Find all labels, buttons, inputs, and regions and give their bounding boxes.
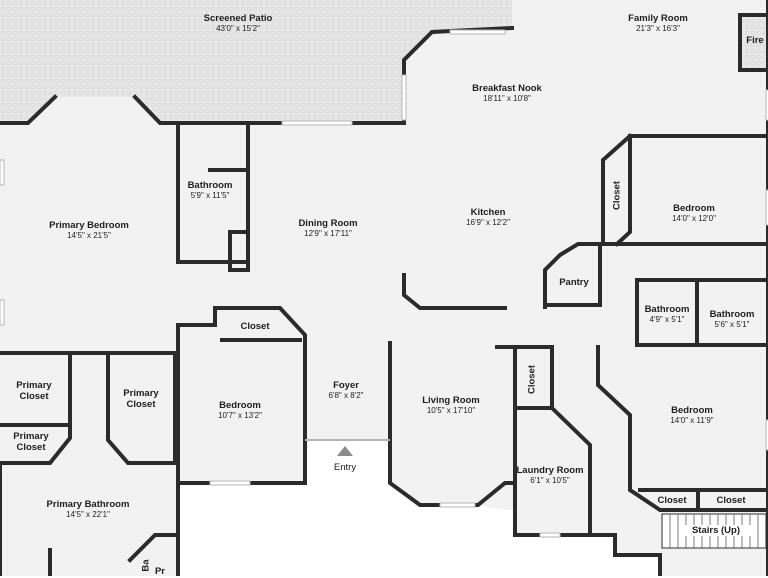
- room-name: Pr: [154, 566, 166, 577]
- laundry-room-label: Laundry Room 6'1" x 10'5": [512, 465, 588, 486]
- room-name: Dining Room: [298, 218, 358, 229]
- closet-laundry-label: Closet: [526, 364, 538, 395]
- room-dims: 5'9" x 11'5": [190, 191, 230, 201]
- room-name: Family Room: [628, 13, 688, 24]
- bathroom-3-label: Bathroom 5'6" x 5'1": [700, 309, 764, 330]
- dining-room-label: Dining Room 12'9" x 17'11": [278, 218, 378, 239]
- room-dims: 16'9" x 12'2": [466, 218, 510, 228]
- room-name: Closet: [716, 495, 746, 506]
- family-room-label: Family Room 21'3" x 16'3": [608, 13, 708, 34]
- fireplace: [742, 17, 766, 68]
- primary-closet-2-label: Primary Closet: [113, 388, 169, 411]
- closet-bedroom-mid-label: Closet: [225, 321, 285, 332]
- room-name: Primary Bedroom: [49, 220, 129, 231]
- room-dims: 18'11" x 10'8": [483, 94, 531, 104]
- room-name: Bedroom: [219, 400, 261, 411]
- screened-patio-label: Screened Patio 43'0" x 15'2": [188, 13, 288, 34]
- room-name: Foyer: [333, 380, 359, 391]
- closet-se-1-label: Closet: [645, 495, 699, 506]
- room-name: Bathroom: [644, 304, 690, 315]
- living-room-label: Living Room 10'5" x 17'10": [411, 395, 491, 416]
- room-dims: 43'0" x 15'2": [216, 24, 260, 34]
- room-dims: 14'5" x 21'5": [67, 231, 111, 241]
- pantry-label: Pantry: [551, 277, 597, 288]
- bathroom-1-label: Bathroom 5'9" x 11'5": [180, 180, 240, 201]
- room-dims: 10'7" x 13'2": [218, 411, 262, 421]
- bedroom-mid-label: Bedroom 10'7" x 13'2": [200, 400, 280, 421]
- entry-label: Entry: [325, 462, 365, 473]
- room-name: Closet: [657, 495, 687, 506]
- foyer-label: Foyer 6'8" x 8'2": [316, 380, 376, 401]
- room-name: Closet: [240, 321, 270, 332]
- room-name: Bathroom: [187, 180, 233, 191]
- room-dims: 14'0" x 12'0": [672, 214, 716, 224]
- room-name: Kitchen: [470, 207, 506, 218]
- fireplace-label: Fire: [740, 35, 768, 46]
- primary-closet-3-label: Primary Closet: [3, 431, 59, 454]
- primary-bathroom-label: Primary Bathroom 14'5" x 22'1": [33, 499, 143, 520]
- room-dims: 6'8" x 8'2": [328, 391, 364, 401]
- room-name: Bathroom: [709, 309, 755, 320]
- primary-bedroom-label: Primary Bedroom 14'5" x 21'5": [34, 220, 144, 241]
- room-name: Bedroom: [673, 203, 715, 214]
- bedroom-se-label: Bedroom 14'0" x 11'9": [652, 405, 732, 426]
- room-dims: 12'9" x 17'11": [304, 229, 352, 239]
- room-name: Fire: [746, 35, 764, 46]
- closet-vertical-label: Closet: [611, 180, 623, 211]
- room-name: Living Room: [422, 395, 480, 406]
- primary-closet-1-label: Primary Closet: [6, 380, 62, 403]
- room-name: Screened Patio: [203, 13, 273, 24]
- room-dims: 10'5" x 17'10": [426, 406, 476, 416]
- entry-arrow-icon: [337, 446, 353, 456]
- room-name: Laundry Room: [516, 465, 584, 476]
- windows: [0, 29, 768, 538]
- room-name: Primary Bathroom: [46, 499, 130, 510]
- partial-primary-label: Pr: [150, 566, 170, 577]
- room-dims: 14'0" x 11'9": [670, 416, 714, 426]
- room-name: Entry: [333, 462, 357, 473]
- stairs-label: Stairs (Up): [680, 525, 752, 537]
- room-dims: 14'5" x 22'1": [66, 510, 110, 520]
- room-dims: 5'6" x 5'1": [714, 320, 750, 330]
- room-name: Primary Closet: [13, 431, 49, 454]
- partial-bath-label: Ba: [140, 559, 152, 572]
- room-dims: 6'1" x 10'5": [530, 476, 570, 486]
- bathroom-2-label: Bathroom 4'9" x 5'1": [638, 304, 696, 325]
- room-name: Primary Closet: [123, 388, 159, 411]
- room-name: Breakfast Nook: [472, 83, 542, 94]
- room-name: Bedroom: [671, 405, 713, 416]
- bedroom-ne-label: Bedroom 14'0" x 12'0": [654, 203, 734, 224]
- closet-se-2-label: Closet: [704, 495, 758, 506]
- room-dims: 21'3" x 16'3": [636, 24, 680, 34]
- breakfast-nook-label: Breakfast Nook 18'11" x 10'8": [457, 83, 557, 104]
- interior-walls: [0, 13, 768, 576]
- room-name: Stairs (Up): [691, 525, 741, 536]
- screened-patio-floor: [0, 0, 512, 123]
- room-name: Primary Closet: [16, 380, 52, 403]
- room-dims: 4'9" x 5'1": [649, 315, 685, 325]
- room-name: Pantry: [559, 277, 589, 288]
- kitchen-label: Kitchen 16'9" x 12'2": [448, 207, 528, 228]
